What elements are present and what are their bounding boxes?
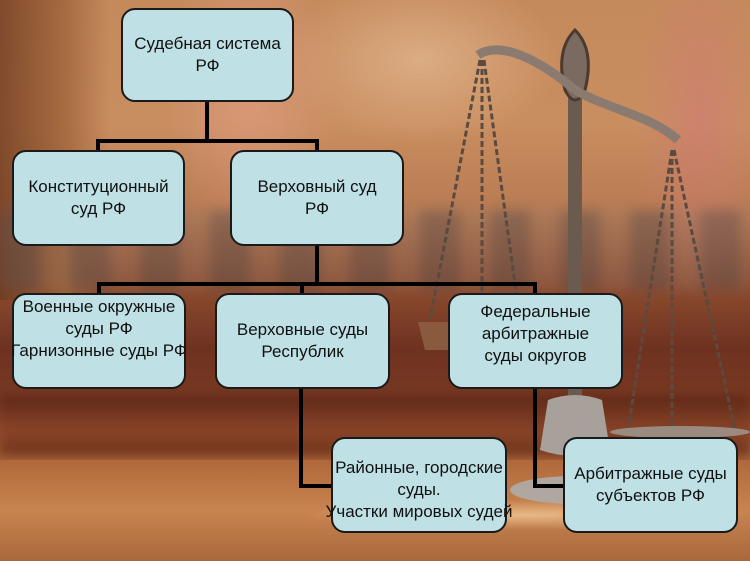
connector-to-district	[299, 484, 333, 488]
connector-supreme-down	[315, 245, 319, 286]
connector-federal-down	[533, 387, 537, 488]
node-judicial-system: Судебная система РФ	[121, 8, 294, 102]
node-label: Судебная система РФ	[134, 34, 281, 75]
node-constitutional-court: Конституционный суд РФ	[12, 150, 185, 246]
node-label: Арбитражные суды субъектов РФ	[574, 464, 727, 505]
node-federal-arbitration-courts: Федеральные арбитражные суды округов	[448, 293, 623, 389]
node-supreme-court: Верховный суд РФ	[230, 150, 404, 246]
node-label: Конституционный суд РФ	[28, 177, 169, 218]
connector-to-military	[97, 282, 101, 294]
node-label: Верховные суды Республик	[236, 320, 369, 361]
node-subject-arbitration-courts: Арбитражные суды субъектов РФ	[563, 437, 738, 533]
connector-to-constitutional	[96, 139, 100, 151]
connector-level2-horizontal	[97, 282, 537, 286]
node-label: Федеральные арбитражные суды округов	[480, 302, 591, 365]
connector-to-supreme	[315, 139, 319, 151]
node-district-city-courts: Районные, городские суды. Участки мировы…	[326, 437, 512, 533]
node-label: Верховный суд РФ	[257, 177, 377, 218]
node-republic-supreme-courts: Верховные суды Республик	[215, 293, 390, 389]
node-label: Районные, городские суды. Участки мировы…	[325, 458, 513, 521]
node-military-courts: Военные окружные суды РФ Гарнизонные суд…	[11, 293, 187, 389]
node-label: Военные окружные суды РФ Гарнизонные суд…	[11, 297, 187, 360]
connector-to-federal-arbitration	[533, 282, 537, 294]
connector-to-republic	[300, 282, 304, 294]
connector-republic-down	[299, 387, 303, 488]
connector-level1-horizontal	[96, 139, 319, 143]
connector-to-subject-arbitration	[533, 484, 565, 488]
connector-root-down	[205, 100, 209, 143]
